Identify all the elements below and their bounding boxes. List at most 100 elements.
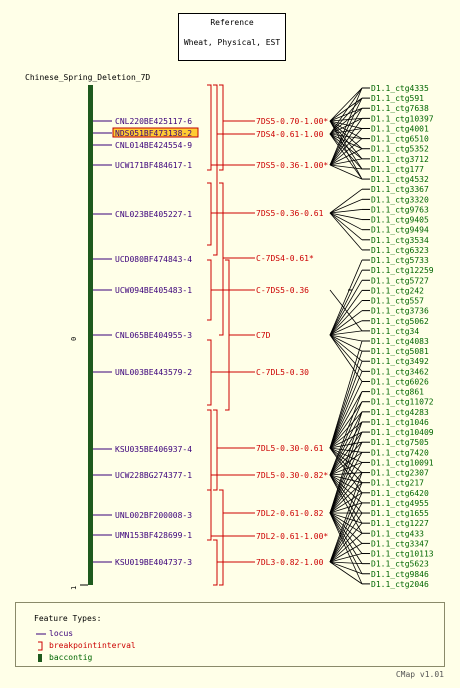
contig-label[interactable]: D1.1_ctg4955 [371, 499, 429, 508]
contig-label[interactable]: D1.1_ctg177 [371, 165, 424, 174]
interval-label[interactable]: 7DS5-0.36-1.00* [256, 161, 328, 170]
contig-label[interactable]: D1.1_ctg3534 [371, 236, 429, 245]
interval-label[interactable]: 7DL2-0.61-0.82 [256, 509, 324, 518]
locus-label[interactable]: CNL014BE424554-9 [115, 141, 192, 150]
interval-label[interactable]: C7D [256, 331, 271, 340]
interval-bracket[interactable] [207, 182, 212, 246]
interval-label[interactable]: 7DL5-0.30-0.61 [256, 444, 324, 453]
correspondence-line [329, 411, 363, 449]
contig-label[interactable]: D1.1_ctg1046 [371, 418, 429, 427]
locus-label[interactable]: CNL220BE425117-6 [115, 117, 192, 126]
contig-label[interactable]: D1.1_ctg4335 [371, 84, 429, 93]
locus-label[interactable]: CNL065BE404955-3 [115, 331, 192, 340]
locus-label[interactable]: KSU019BE404737-3 [115, 558, 192, 567]
locus-label[interactable]: UCW094BE405483-1 [115, 286, 192, 295]
interval-label[interactable]: C-7DS4-0.61* [256, 254, 314, 263]
contig-label[interactable]: D1.1_ctg9846 [371, 570, 429, 579]
contig-label[interactable]: D1.1_ctg7505 [371, 438, 429, 447]
contig-label[interactable]: D1.1_ctg3712 [371, 155, 429, 164]
contig-label[interactable]: D1.1_ctg3367 [371, 185, 429, 194]
contig-label[interactable]: D1.1_ctg3462 [371, 367, 429, 376]
contig-label[interactable]: D1.1_ctg217 [371, 479, 424, 488]
contig-label[interactable]: D1.1_ctg4001 [371, 124, 429, 133]
interval-bracket[interactable] [207, 409, 212, 491]
contig-label[interactable]: D1.1_ctg242 [371, 286, 424, 295]
interval-bracket[interactable] [213, 539, 218, 586]
interval-label[interactable]: 7DL5-0.30-0.82* [256, 471, 328, 480]
contig-label[interactable]: D1.1_ctg1655 [371, 509, 429, 518]
locus-label[interactable]: NDS051BF473138-2 [115, 129, 192, 138]
correspondence-line [329, 512, 363, 563]
interval-bracket[interactable] [213, 84, 218, 256]
contig-label[interactable]: D1.1_ctg433 [371, 529, 424, 538]
contig-label[interactable]: D1.1_ctg10091 [371, 458, 434, 467]
locus-label[interactable]: UCD080BF474843-4 [115, 255, 192, 264]
interval-label[interactable]: C-7DS5-0.36 [256, 286, 309, 295]
interval-bracket[interactable] [207, 259, 212, 321]
correspondence-line [329, 474, 363, 494]
correspondence-line [329, 107, 363, 135]
map-title[interactable]: Chinese_Spring_Deletion_7D [25, 73, 150, 82]
interval-bracket[interactable] [219, 182, 224, 336]
interval-bracket[interactable] [207, 84, 212, 171]
contig-label[interactable]: D1.1_ctg2307 [371, 469, 429, 478]
contig-block-icon [38, 654, 42, 662]
contig-label[interactable]: D1.1_ctg10113 [371, 550, 434, 559]
contig-label[interactable]: D1.1_ctg5081 [371, 347, 429, 356]
locus-label[interactable]: UNL002BF200008-3 [115, 511, 192, 520]
contig-label[interactable]: D1.1_ctg591 [371, 94, 424, 103]
contig-label[interactable]: D1.1_ctg4283 [371, 408, 429, 417]
contig-label[interactable]: D1.1_ctg5623 [371, 560, 429, 569]
interval-bracket[interactable] [207, 489, 212, 541]
interval-bracket[interactable] [219, 84, 224, 171]
contig-label[interactable]: D1.1_ctg861 [371, 388, 424, 397]
interval-bracket[interactable] [225, 259, 230, 411]
locus-label[interactable]: UMN153BF428699-1 [115, 531, 192, 540]
contig-label[interactable]: D1.1_ctg12259 [371, 266, 434, 275]
contig-label[interactable]: D1.1_ctg6420 [371, 489, 429, 498]
locus-label[interactable]: KSU035BE406937-4 [115, 445, 192, 454]
contig-label[interactable]: D1.1_ctg5733 [371, 256, 429, 265]
interval-label[interactable]: 7DS4-0.61-1.00 [256, 130, 324, 139]
contig-label[interactable]: D1.1_ctg9763 [371, 205, 429, 214]
contig-label[interactable]: D1.1_ctg3736 [371, 307, 429, 316]
contig-label[interactable]: D1.1_ctg3347 [371, 539, 429, 548]
contig-label[interactable]: D1.1_ctg6026 [371, 377, 429, 386]
correspondence-line [329, 442, 363, 514]
contig-label[interactable]: D1.1_ctg7638 [371, 104, 429, 113]
chromosome-bar[interactable] [88, 85, 93, 585]
interval-bracket[interactable] [213, 409, 218, 491]
contig-label[interactable]: D1.1_ctg34 [371, 327, 419, 336]
contig-label[interactable]: D1.1_ctg5727 [371, 276, 429, 285]
interval-label[interactable]: 7DL2-0.61-1.00* [256, 532, 328, 541]
contig-label[interactable]: D1.1_ctg1227 [371, 519, 429, 528]
locus-label[interactable]: UCW171BF484617-1 [115, 161, 192, 170]
contig-label[interactable]: D1.1_ctg9494 [371, 226, 429, 235]
locus-label[interactable]: UCW228BG274377-1 [115, 471, 192, 480]
interval-label[interactable]: 7DS5-0.36-0.61 [256, 209, 324, 218]
interval-label[interactable]: C-7DL5-0.30 [256, 368, 309, 377]
contig-label[interactable]: D1.1_ctg4532 [371, 175, 429, 184]
contig-label[interactable]: D1.1_ctg3320 [371, 195, 429, 204]
contig-label[interactable]: D1.1_ctg6323 [371, 246, 429, 255]
interval-bracket[interactable] [219, 489, 224, 586]
contig-label[interactable]: D1.1_ctg9405 [371, 216, 429, 225]
contig-label[interactable]: D1.1_ctg10409 [371, 428, 434, 437]
locus-label[interactable]: UNL003BE443579-2 [115, 368, 192, 377]
contig-label[interactable]: D1.1_ctg6510 [371, 135, 429, 144]
contig-label[interactable]: D1.1_ctg2046 [371, 580, 429, 589]
contig-label[interactable]: D1.1_ctg3492 [371, 357, 429, 366]
contig-label[interactable]: D1.1_ctg5352 [371, 145, 429, 154]
correspondence-line [329, 474, 363, 534]
locus-highlight [112, 127, 199, 138]
contig-label[interactable]: D1.1_ctg7420 [371, 448, 429, 457]
interval-label[interactable]: 7DS5-0.70-1.00* [256, 117, 328, 126]
contig-label[interactable]: D1.1_ctg557 [371, 297, 424, 306]
interval-bracket[interactable] [207, 339, 212, 406]
contig-label[interactable]: D1.1_ctg10397 [371, 114, 434, 123]
contig-label[interactable]: D1.1_ctg4083 [371, 337, 429, 346]
contig-label[interactable]: D1.1_ctg11072 [371, 398, 434, 407]
interval-label[interactable]: 7DL3-0.82-1.00 [256, 558, 324, 567]
locus-label[interactable]: CNL023BE405227-1 [115, 210, 192, 219]
contig-label[interactable]: D1.1_ctg5062 [371, 317, 429, 326]
